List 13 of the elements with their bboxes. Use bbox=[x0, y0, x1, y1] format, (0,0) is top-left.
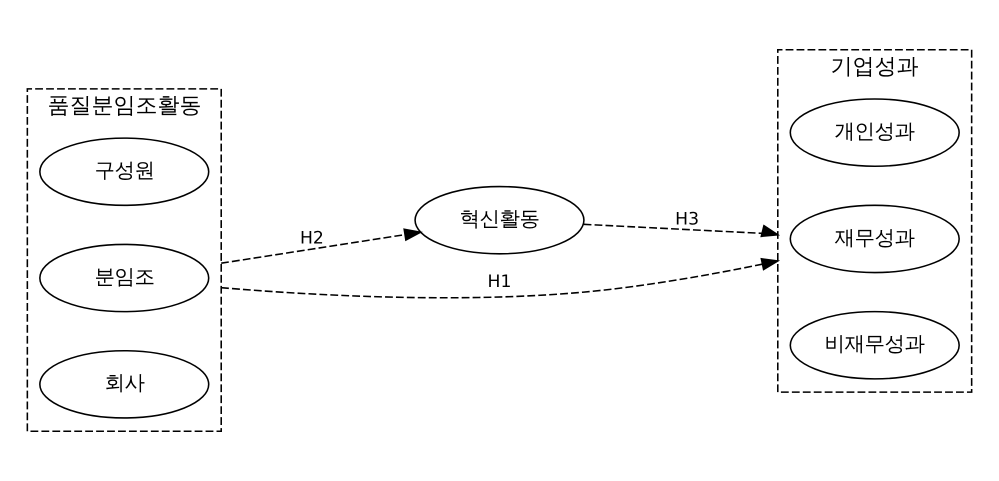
node-ellipse: 구성원 bbox=[39, 137, 210, 206]
node-ellipse: 분임조 bbox=[39, 244, 210, 312]
edge-label: H2 bbox=[300, 228, 324, 248]
node-ellipse: 회사 bbox=[39, 350, 210, 419]
edge-label: H3 bbox=[675, 210, 700, 230]
edge-label: H1 bbox=[488, 272, 512, 292]
node-ellipse: 비재무성과 bbox=[790, 310, 960, 380]
node-ellipse: 혁신활동 bbox=[414, 186, 585, 255]
node-ellipse: 재무성과 bbox=[790, 204, 960, 274]
arrow bbox=[221, 258, 780, 299]
node-ellipse: 개인성과 bbox=[790, 98, 960, 168]
arrow bbox=[221, 228, 423, 264]
arrow bbox=[584, 224, 780, 238]
